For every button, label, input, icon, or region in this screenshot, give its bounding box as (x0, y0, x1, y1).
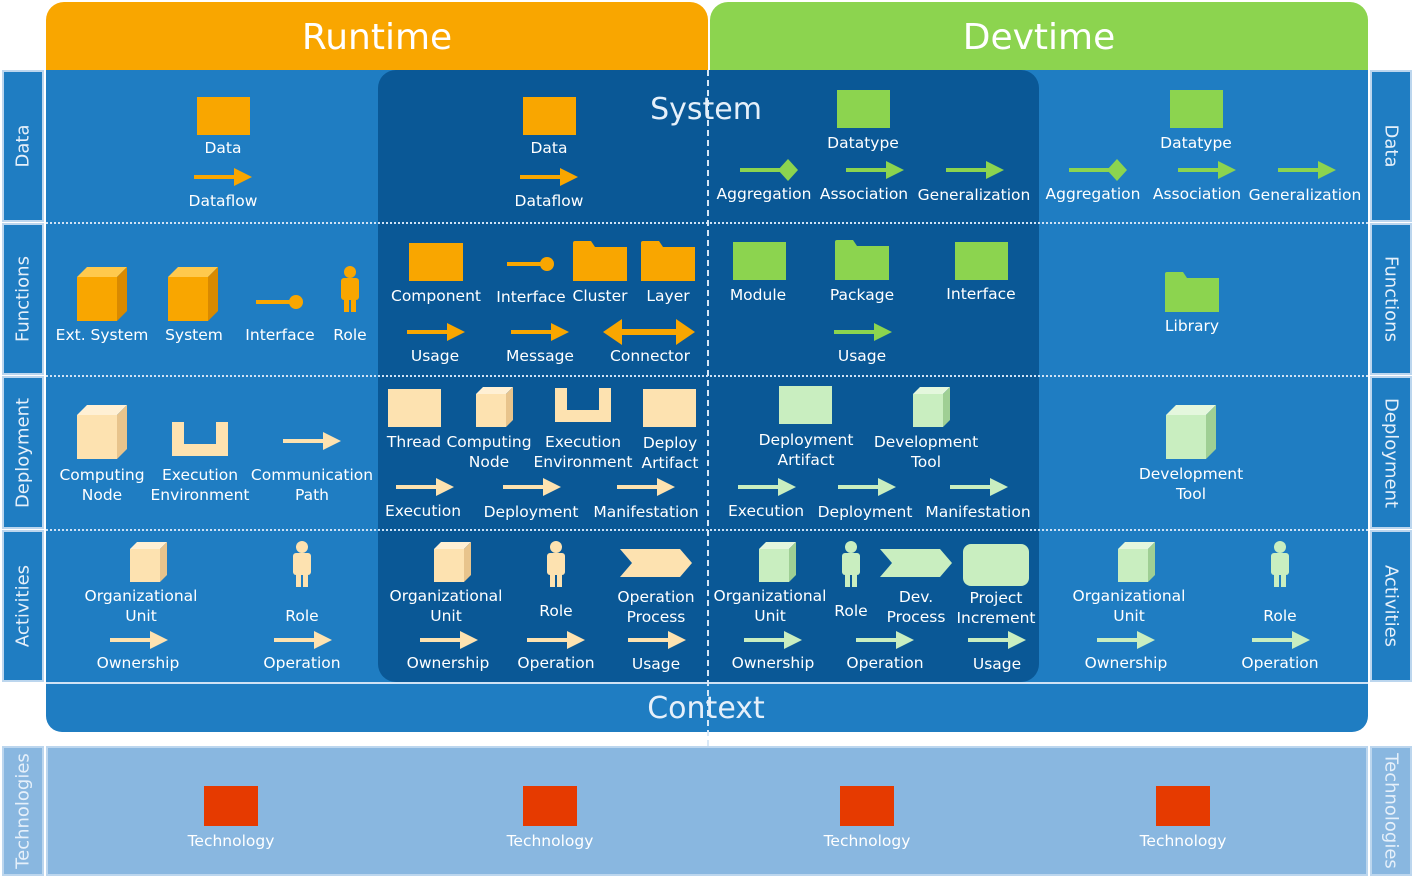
runtime-header: Runtime (46, 2, 708, 70)
label-usage: Usage (410, 347, 460, 365)
label-technology: Technology (1139, 832, 1227, 850)
label-development-tool: Development Tool (1138, 465, 1244, 503)
label-datatype: Datatype (1160, 134, 1232, 152)
label-computing-node: Computing Node (59, 466, 145, 504)
row-label-data: Data (2, 70, 44, 222)
label-development-tool: Development Tool (873, 433, 979, 471)
label-ownership: Ownership (731, 654, 815, 672)
label-library: Library (1164, 317, 1220, 335)
label-execution-environment: Execution Environment (533, 433, 633, 471)
label-computing-node: Computing Node (446, 433, 532, 471)
row-label-data-right: Data (1370, 70, 1412, 222)
label-dev-process: Dev. Process (886, 588, 946, 626)
label-data: Data (204, 139, 242, 157)
label-cluster: Cluster (572, 287, 628, 305)
label-module: Module (729, 286, 787, 304)
row-label-deployment: Deployment (2, 376, 44, 529)
label-role: Role (539, 602, 573, 620)
label-operation: Operation (846, 654, 924, 672)
label-deployment-artifact: Deployment Artifact (758, 431, 854, 469)
devtime-header: Devtime (710, 2, 1368, 70)
label-communication-path: Communication Path (250, 466, 374, 504)
label-technology: Technology (506, 832, 594, 850)
label-generalization: Generalization (917, 186, 1031, 204)
label-deployment: Deployment (483, 503, 579, 521)
label-operation: Operation (517, 654, 595, 672)
technologies-band (46, 746, 1368, 876)
row-label-deployment-right: Deployment (1370, 376, 1412, 529)
label-datatype: Datatype (827, 134, 899, 152)
row-label-activities-right: Activities (1370, 530, 1412, 682)
label-package: Package (829, 286, 895, 304)
row-label-functions: Functions (2, 223, 44, 375)
label-operation: Operation (263, 654, 341, 672)
label-organizational-unit: Organizational Unit (84, 587, 198, 625)
label-ownership: Ownership (406, 654, 490, 672)
label-manifestation: Manifestation (593, 503, 699, 521)
label-dataflow: Dataflow (514, 192, 584, 210)
label-component: Component (391, 287, 481, 305)
label-usage: Usage (837, 347, 887, 365)
label-ext-system: Ext. System (55, 326, 149, 344)
row-label-technologies-right: Technologies (1370, 746, 1412, 876)
label-operation-process: Operation Process (617, 588, 695, 626)
label-data: Data (530, 139, 568, 157)
label-execution-environment: Execution Environment (150, 466, 250, 504)
label-generalization: Generalization (1248, 186, 1362, 204)
label-association: Association (1152, 185, 1242, 203)
system-title: System (650, 92, 762, 127)
label-organizational-unit: Organizational Unit (389, 587, 503, 625)
label-system: System (165, 326, 223, 344)
label-deploy-artifact: Deploy Artifact (641, 434, 699, 472)
label-ownership: Ownership (1084, 654, 1168, 672)
label-thread: Thread (386, 433, 442, 451)
label-aggregation: Aggregation (1045, 185, 1141, 203)
label-role: Role (1263, 607, 1297, 625)
label-association: Association (819, 185, 909, 203)
label-message: Message (506, 347, 574, 365)
label-interface: Interface (946, 285, 1016, 303)
label-aggregation: Aggregation (716, 185, 812, 203)
label-organizational-unit: Organizational Unit (713, 587, 827, 625)
label-execution: Execution (727, 502, 805, 520)
label-project-increment: Project Increment (956, 589, 1036, 627)
row-label-functions-right: Functions (1370, 223, 1412, 375)
label-dataflow: Dataflow (188, 192, 258, 210)
row-label-activities: Activities (2, 530, 44, 682)
label-ownership: Ownership (96, 654, 180, 672)
label-interface: Interface (245, 326, 315, 344)
label-connector: Connector (610, 347, 690, 365)
row-label-technologies: Technologies (2, 746, 44, 876)
label-organizational-unit: Organizational Unit (1072, 587, 1186, 625)
label-usage: Usage (631, 655, 681, 673)
label-role: Role (285, 607, 319, 625)
label-usage: Usage (972, 655, 1022, 673)
label-technology: Technology (187, 832, 275, 850)
label-role: Role (834, 602, 868, 620)
label-role: Role (333, 326, 367, 344)
label-technology: Technology (823, 832, 911, 850)
label-execution: Execution (384, 502, 462, 520)
label-operation: Operation (1241, 654, 1319, 672)
label-manifestation: Manifestation (925, 503, 1031, 521)
label-layer: Layer (646, 287, 690, 305)
label-deployment: Deployment (817, 503, 913, 521)
context-title: Context (647, 691, 765, 726)
label-interface: Interface (496, 288, 566, 306)
